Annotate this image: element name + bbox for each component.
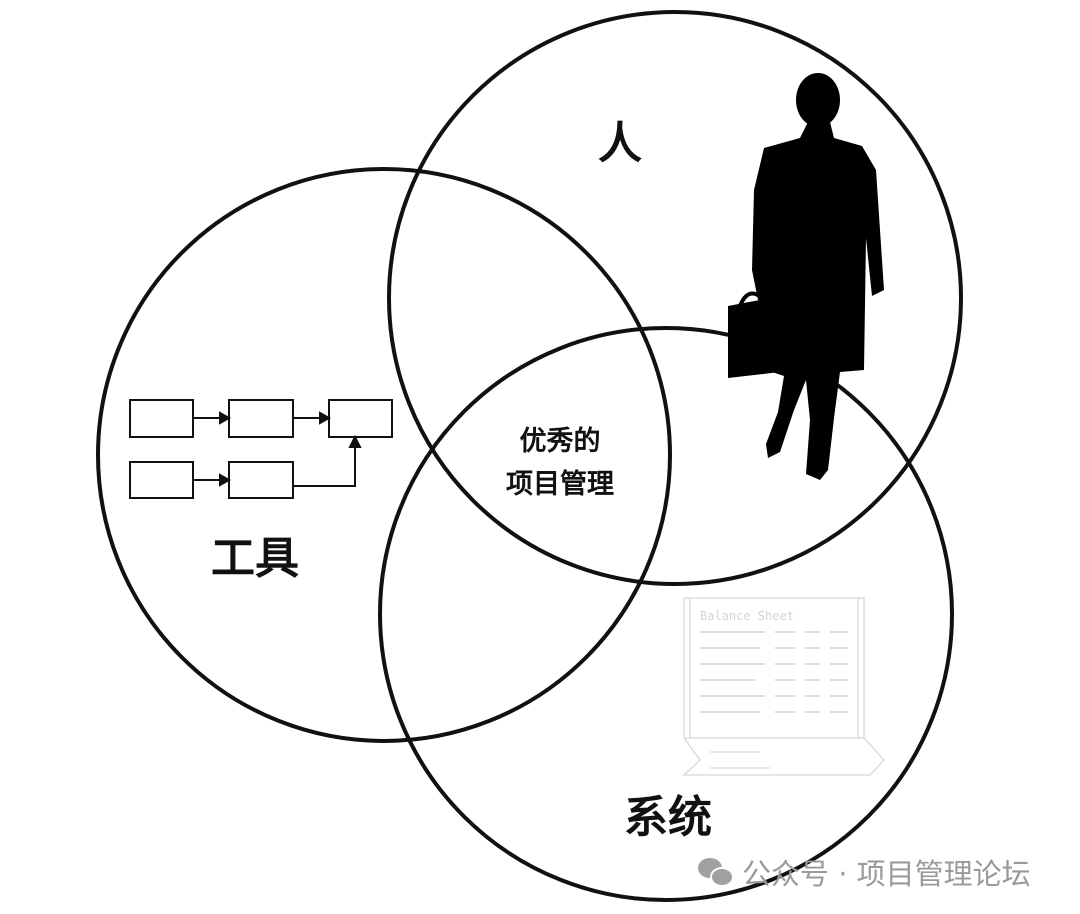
watermark-text: 公众号 · 项目管理论坛 (742, 857, 1031, 891)
tools-label: 工具 (211, 533, 299, 584)
balance-sheet-title: Balance Sheet (700, 609, 794, 623)
system-circle (378, 326, 954, 902)
balance-sheet-icon: Balance Sheet (682, 597, 886, 776)
tools-circle (96, 167, 672, 743)
intersection-label-line1: 优秀的 (520, 425, 601, 457)
businessman-silhouette-icon (728, 73, 884, 480)
intersection-label-line2: 项目管理 (506, 469, 614, 500)
system-label: 系统 (624, 792, 712, 843)
wechat-icon (698, 858, 734, 887)
people-label: 人 (598, 118, 642, 169)
flowchart-icon (129, 399, 393, 499)
people-circle (387, 10, 963, 586)
